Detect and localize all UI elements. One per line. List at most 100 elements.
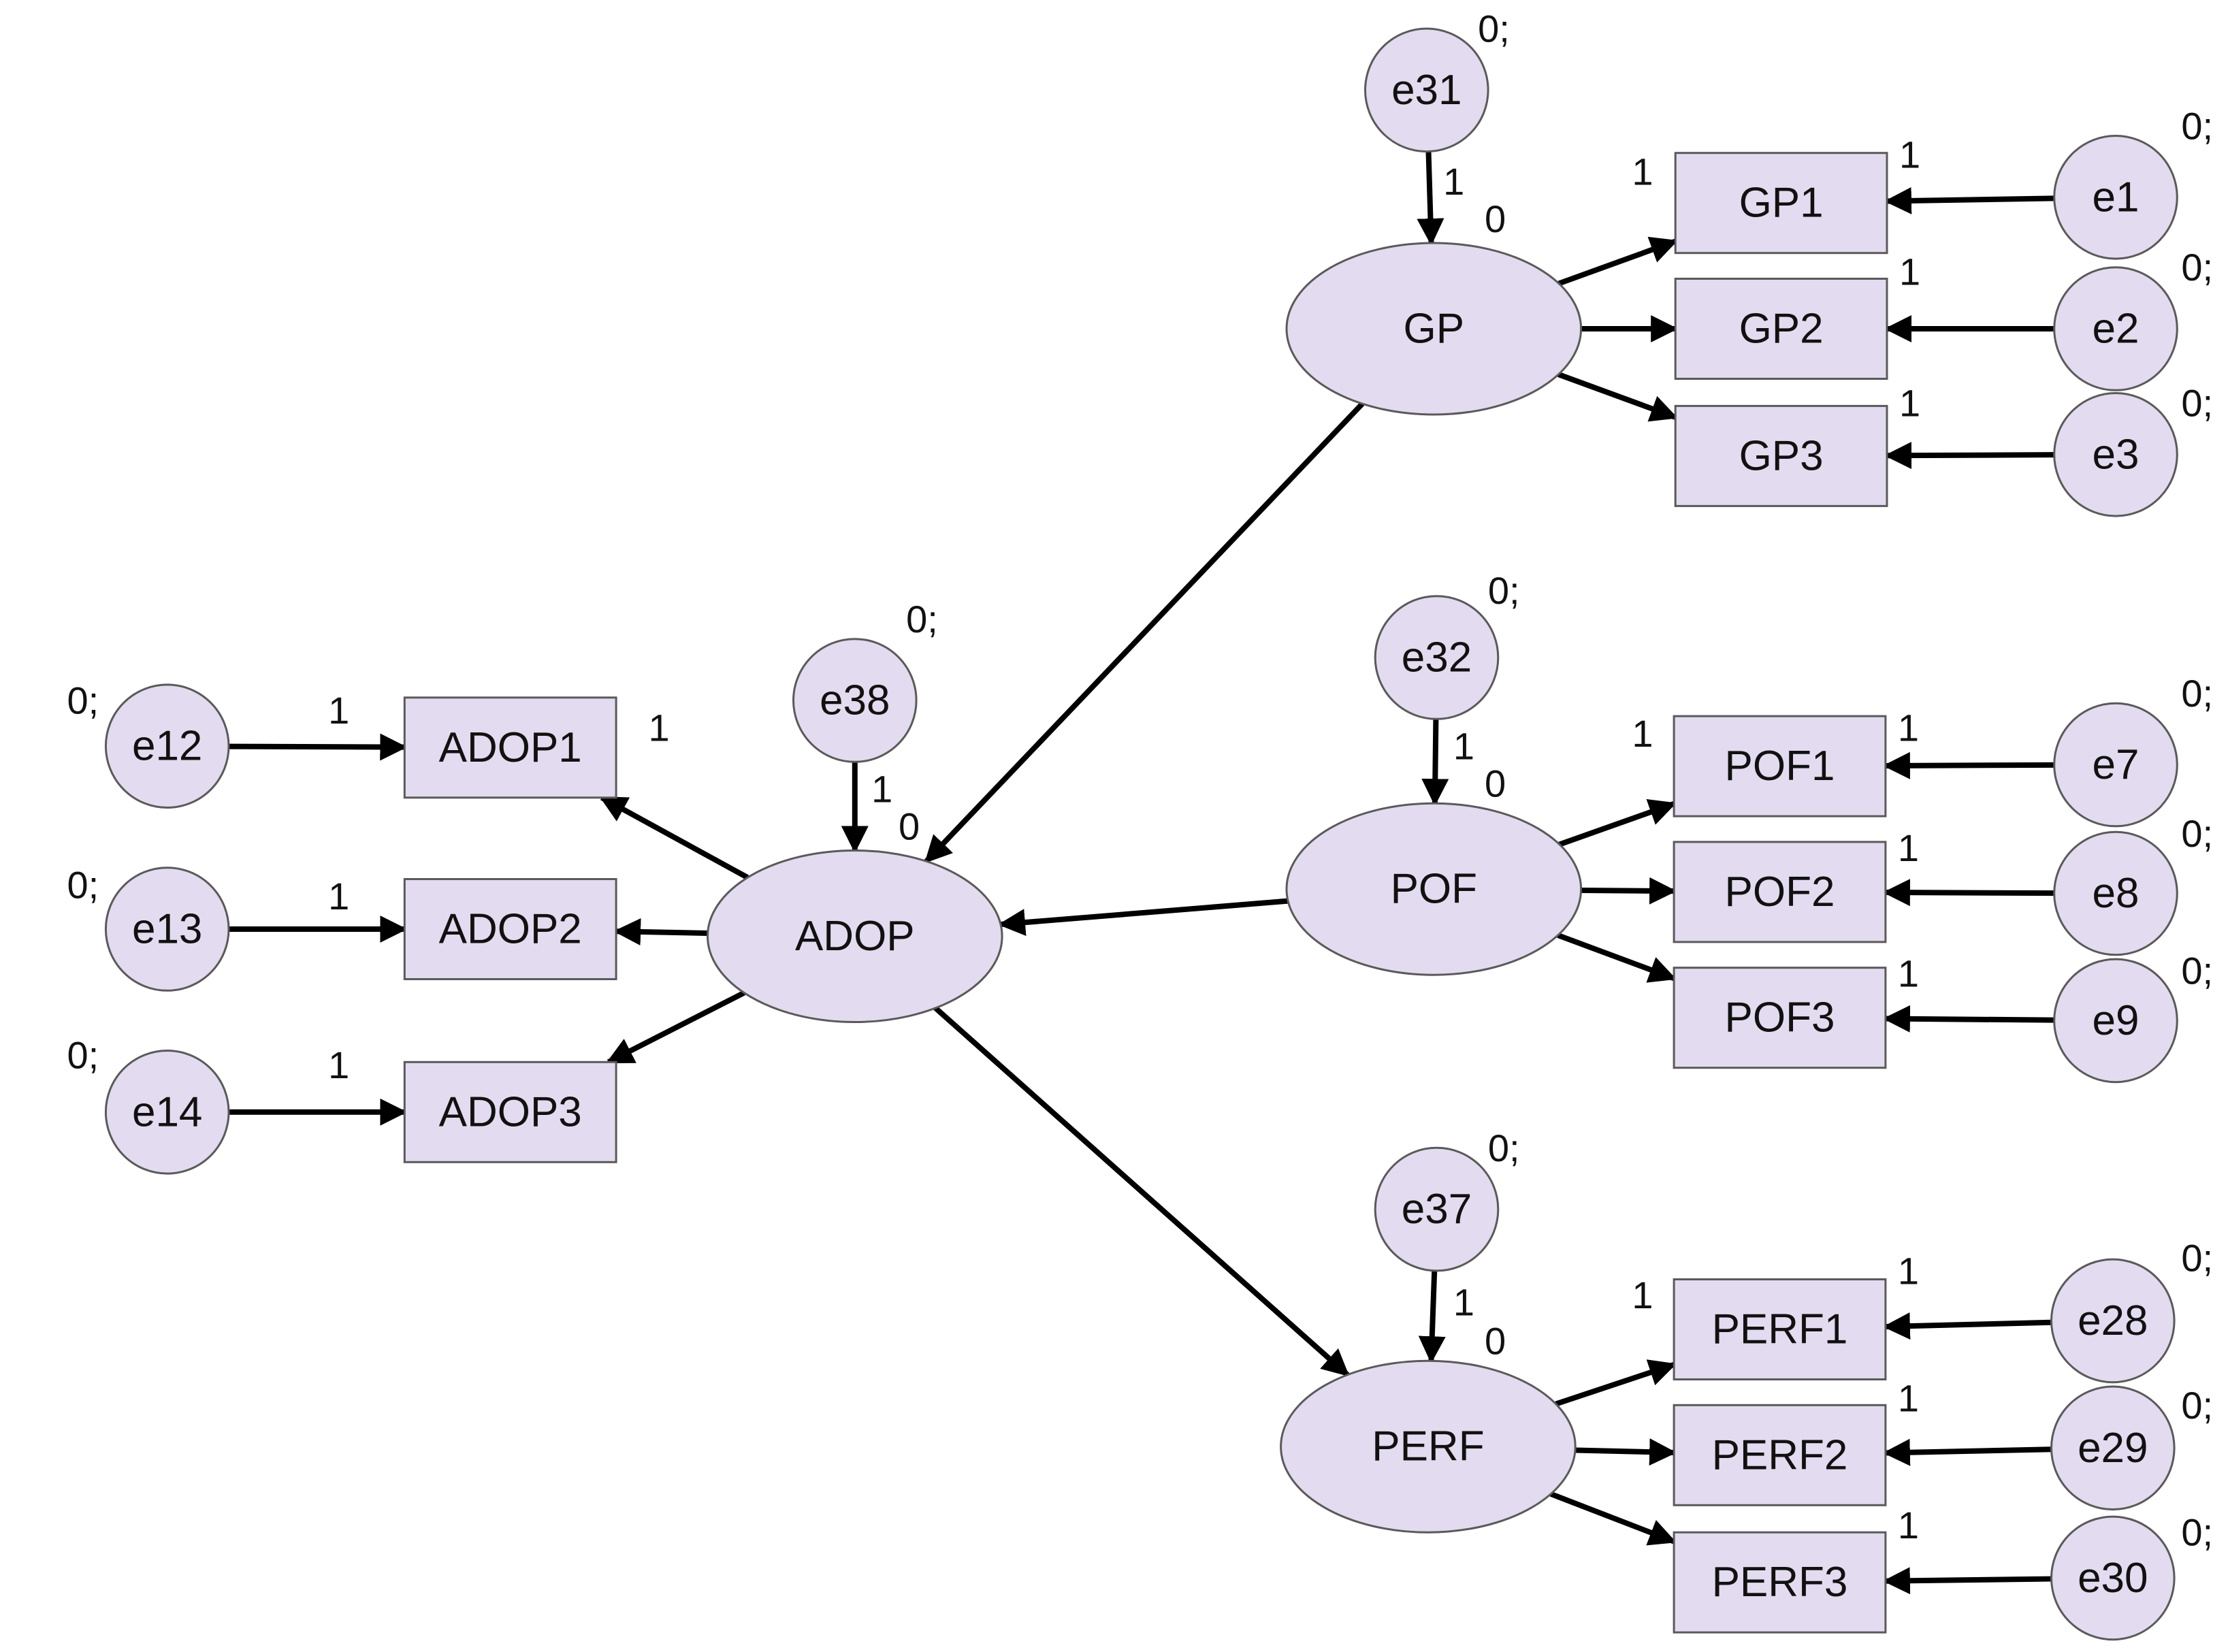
error-label-e31: e31: [1391, 67, 1462, 114]
error-shape-e29: [2050, 1385, 2176, 1511]
indicator-label-pof1: POF1: [1725, 743, 1835, 790]
latent-gp[interactable]: GP: [1285, 242, 1583, 416]
error-shape-e3: [2053, 392, 2178, 517]
error-label-e32: e32: [1402, 634, 1472, 681]
param-label-e31-var: 0;: [1478, 7, 1510, 50]
indicator-perf1[interactable]: PERF1: [1673, 1278, 1887, 1380]
indicator-pof1[interactable]: POF1: [1673, 715, 1887, 817]
error-e7[interactable]: e7: [2053, 702, 2178, 828]
error-shape-e30: [2050, 1515, 2176, 1641]
param-label-e12-w: 1: [328, 689, 349, 732]
indicator-pof2[interactable]: POF2: [1673, 841, 1887, 943]
indicator-label-adop2: ADOP2: [439, 906, 582, 953]
edge-e1-to-gp1: [1884, 187, 2054, 214]
error-e13[interactable]: e13: [104, 867, 230, 992]
indicator-perf2[interactable]: PERF2: [1673, 1404, 1887, 1506]
param-label-e28-var: 0;: [2181, 1237, 2213, 1280]
param-label-pof3-err: 1: [1898, 952, 1919, 995]
param-label-pof1-err: 1: [1898, 706, 1919, 749]
edge-adop-to-adop3: [606, 990, 745, 1065]
error-shape-e14: [104, 1050, 230, 1175]
error-e37[interactable]: e37: [1374, 1146, 1500, 1272]
edge-e28-to-perf1: [1882, 1312, 2052, 1340]
indicator-shape-adop3: [403, 1060, 617, 1163]
edge-e9-to-pof3: [1882, 1005, 2054, 1033]
error-label-e30: e30: [2078, 1555, 2148, 1602]
indicator-adop2[interactable]: ADOP2: [403, 878, 617, 980]
param-label-adop-int: 0: [899, 805, 920, 847]
edge-e31-to-gp: [1417, 151, 1444, 246]
param-label-e1-var: 0;: [2181, 104, 2213, 147]
error-e38[interactable]: e38: [792, 638, 918, 763]
error-label-e3: e3: [2093, 431, 2140, 478]
latent-label-gp: GP: [1404, 306, 1465, 353]
indicator-label-perf2: PERF2: [1712, 1431, 1848, 1478]
indicator-adop3[interactable]: ADOP3: [403, 1060, 617, 1163]
param-label-e37-var: 0;: [1488, 1127, 1520, 1169]
param-label-gp1-err: 1: [1899, 133, 1920, 176]
edge-gp-to-gp3: [1557, 372, 1678, 422]
param-label-e37-w: 1: [1453, 1281, 1474, 1324]
edge-adop-to-perf: [933, 1005, 1350, 1377]
edge-adop-to-adop1: [599, 795, 749, 880]
error-e28[interactable]: e28: [2050, 1258, 2176, 1384]
latent-perf[interactable]: PERF: [1280, 1359, 1577, 1534]
indicator-gp1[interactable]: GP1: [1674, 152, 1888, 255]
latent-adop[interactable]: ADOP: [707, 849, 1003, 1023]
indicator-adop1[interactable]: ADOP1: [403, 696, 617, 799]
error-shape-e7: [2053, 702, 2178, 828]
edge-gp-to-adop: [924, 402, 1365, 864]
error-e9[interactable]: e9: [2053, 958, 2178, 1084]
error-e2[interactable]: e2: [2053, 266, 2178, 391]
error-shape-e32: [1374, 595, 1500, 720]
param-label-e32-w: 1: [1453, 725, 1474, 768]
edge-e30-to-perf3: [1882, 1567, 2052, 1595]
indicator-gp3[interactable]: GP3: [1674, 404, 1888, 507]
error-label-e2: e2: [2093, 306, 2140, 353]
indicator-gp2[interactable]: GP2: [1674, 278, 1888, 380]
error-e32[interactable]: e32: [1374, 595, 1500, 720]
edge-pof-to-pof3: [1557, 933, 1677, 983]
param-label-gp2-err: 1: [1899, 250, 1920, 293]
error-shape-e28: [2050, 1258, 2176, 1384]
indicator-label-pof3: POF3: [1725, 994, 1835, 1041]
edge-pof-to-pof2: [1581, 877, 1677, 905]
error-e31[interactable]: e31: [1364, 27, 1489, 153]
param-label-e30-var: 0;: [2181, 1511, 2213, 1554]
error-label-e14: e14: [132, 1088, 202, 1135]
indicator-shape-perf1: [1673, 1278, 1887, 1380]
indicator-perf3[interactable]: PERF3: [1673, 1531, 1887, 1634]
indicator-pof3[interactable]: POF3: [1673, 967, 1887, 1069]
param-label-e14-var: 0;: [67, 1033, 99, 1076]
latent-shape-pof: [1285, 802, 1583, 976]
error-e14[interactable]: e14: [104, 1050, 230, 1175]
indicator-label-adop1: ADOP1: [439, 724, 582, 771]
error-e29[interactable]: e29: [2050, 1385, 2176, 1511]
indicator-shape-gp3: [1674, 404, 1888, 507]
edge-e8-to-pof2: [1882, 879, 2054, 907]
indicator-label-pof2: POF2: [1725, 869, 1835, 916]
error-label-e38: e38: [820, 677, 890, 724]
error-shape-e1: [2053, 134, 2178, 260]
edge-perf-to-perf1: [1555, 1359, 1677, 1407]
param-label-gp-int: 0: [1485, 197, 1506, 240]
edge-perf-to-perf2: [1575, 1438, 1677, 1466]
latent-label-pof: POF: [1391, 866, 1477, 913]
edge-adop-to-adop2: [613, 918, 708, 945]
edge-e37-to-perf: [1418, 1270, 1446, 1364]
param-label-e13-w: 1: [328, 875, 349, 918]
edge-pof-to-adop: [998, 898, 1289, 937]
error-e12[interactable]: e12: [104, 683, 230, 809]
indicator-shape-pof1: [1673, 715, 1887, 817]
param-label-e14-w: 1: [328, 1043, 349, 1086]
nodes-layer: GP POF PERF ADOP GP1GP2GP3POF1POF2POF3PERF1P…: [104, 27, 2178, 1641]
latent-pof[interactable]: POF: [1285, 802, 1583, 976]
param-label-perf2-err: 1: [1898, 1376, 1919, 1419]
error-e3[interactable]: e3: [2053, 392, 2178, 517]
error-shape-e2: [2053, 266, 2178, 391]
error-e8[interactable]: e8: [2053, 830, 2178, 956]
error-e30[interactable]: e30: [2050, 1515, 2176, 1641]
error-shape-e31: [1364, 27, 1489, 153]
error-e1[interactable]: e1: [2053, 134, 2178, 260]
indicator-label-gp3: GP3: [1739, 432, 1824, 479]
